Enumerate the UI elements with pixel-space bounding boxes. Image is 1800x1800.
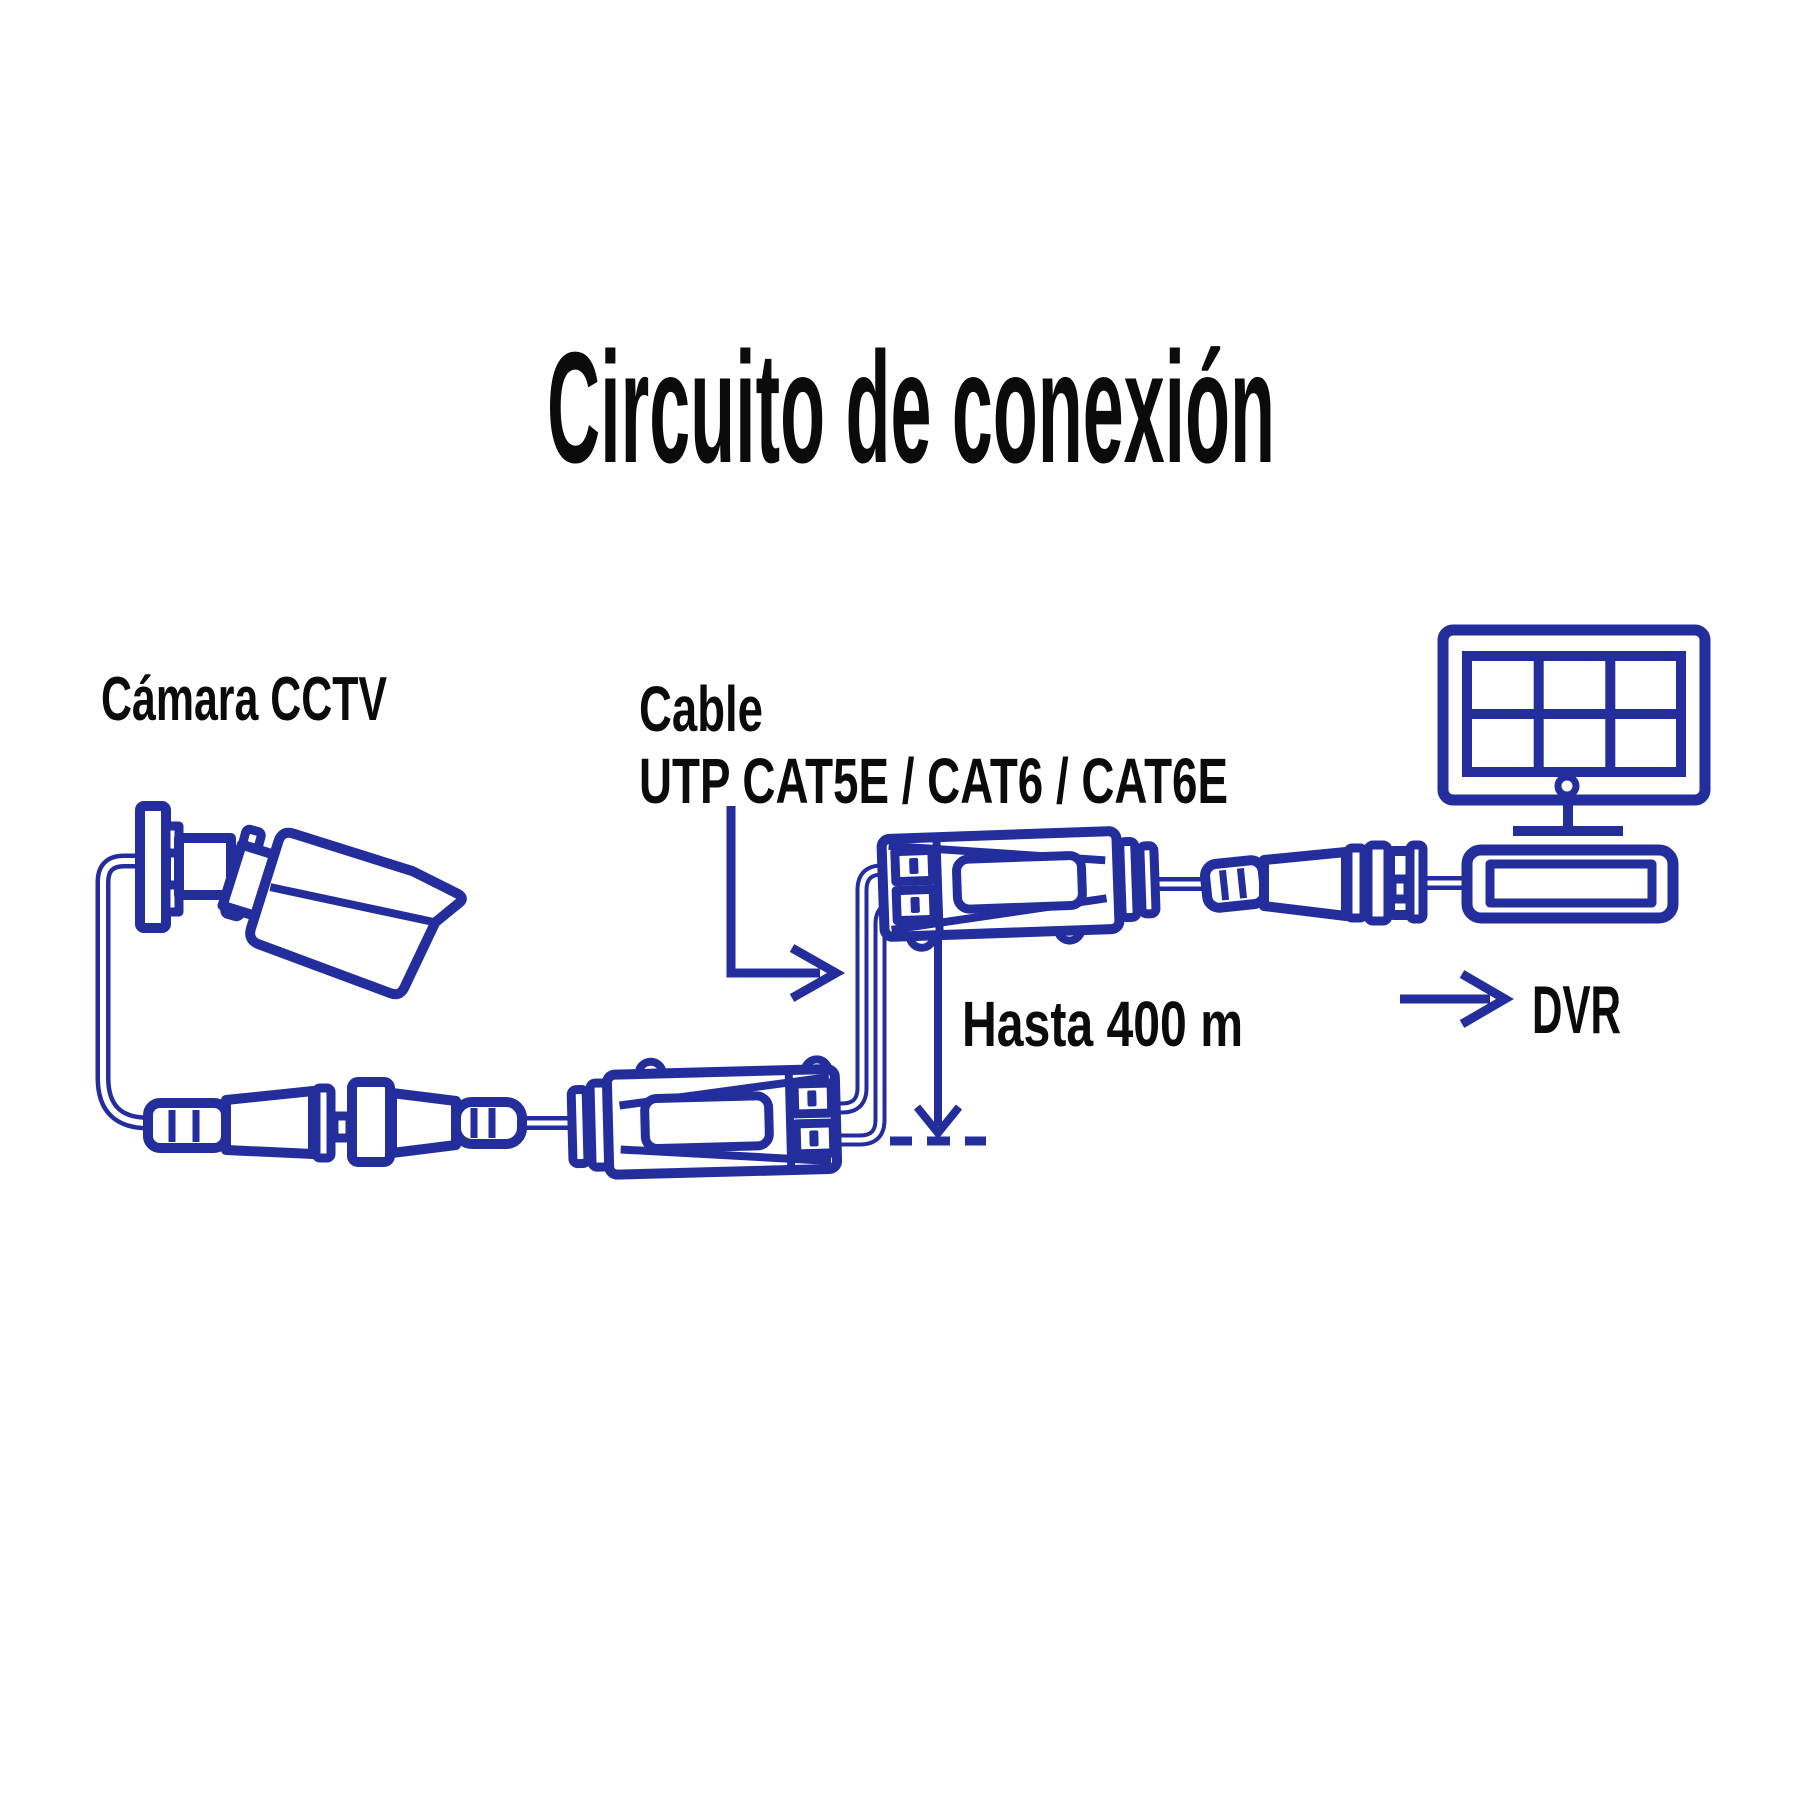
bnc-left-plug-body [221, 1086, 318, 1159]
balun-top-feet [905, 927, 1086, 952]
camera-body-divider [269, 883, 437, 927]
bnc-right-strain-ridges [1219, 867, 1248, 901]
balun-bottom-terminal-1-slot [807, 1090, 817, 1107]
cable-pointer-arrow [726, 806, 846, 1002]
bnc-right-plug-body [1259, 847, 1351, 921]
dvr-label: DVR [1532, 972, 1621, 1048]
bnc-right-ring-a [1343, 843, 1369, 923]
bnc-left-boot-ridges [470, 1108, 496, 1138]
cable-label-line2: UTP CAT5E / CAT6 / CAT6E [639, 745, 1228, 817]
bnc-right-flange [1405, 840, 1428, 924]
cable-label-line1: Cable [639, 673, 763, 745]
bnc-left-strain-ridges [168, 1110, 200, 1142]
cable-pointer-shaft [726, 806, 820, 978]
diagram-title: Circuito de conexión [547, 320, 1275, 496]
distance-arrow [890, 938, 986, 1146]
bnc-left-ring-1 [311, 1083, 336, 1163]
dvr-arrow-head [1459, 970, 1514, 1028]
camera-cable [95, 853, 160, 1131]
bnc-connector-left [143, 1077, 527, 1167]
camera-cable-core [100, 858, 160, 1126]
balun-bottom-terminal-2-slot [809, 1130, 819, 1147]
distance-label: Hasta 400 m [962, 988, 1243, 1060]
camera-label: Cámara CCTV [101, 665, 387, 734]
balun-top-label-plate [952, 851, 1087, 914]
bnc-left-coupling-nut [347, 1077, 395, 1167]
dvr-front-panel [1485, 859, 1657, 908]
balun-bottom-cap-bar-1 [566, 1085, 593, 1169]
camera-wall-plate [135, 801, 171, 933]
balun-top-separator [932, 840, 944, 933]
balun-bottom-separator [784, 1073, 796, 1167]
camera-mount-arm [174, 833, 236, 900]
balun-top-cap-bar-2 [1135, 841, 1161, 919]
balun-top-terminal-1-slot [909, 857, 919, 875]
distance-arrow-head [913, 1104, 963, 1140]
camera-body [245, 827, 467, 1000]
monitor [1437, 624, 1711, 836]
balun-top-terminal-2-slot [910, 896, 920, 914]
bnc-connector-right [1200, 840, 1428, 926]
cable-pointer-head [789, 944, 846, 1002]
balun-bottom-feet [634, 1055, 833, 1075]
video-balun-top [876, 826, 1161, 952]
monitor-power-led [1554, 773, 1580, 799]
bnc-left-receptacle [387, 1088, 461, 1158]
bnc-left-strain-relief [143, 1098, 231, 1153]
dvr-arrow [1400, 970, 1514, 1028]
balun-top-cap-bar-1 [1115, 836, 1142, 923]
balun-bottom-label-plate [640, 1091, 774, 1154]
utp-wire-1-core [826, 867, 905, 1111]
dvr-box [1461, 844, 1679, 924]
cctv-camera [135, 801, 467, 1000]
video-balun-bottom [566, 1055, 843, 1180]
bnc-right-strain-relief [1200, 855, 1270, 913]
